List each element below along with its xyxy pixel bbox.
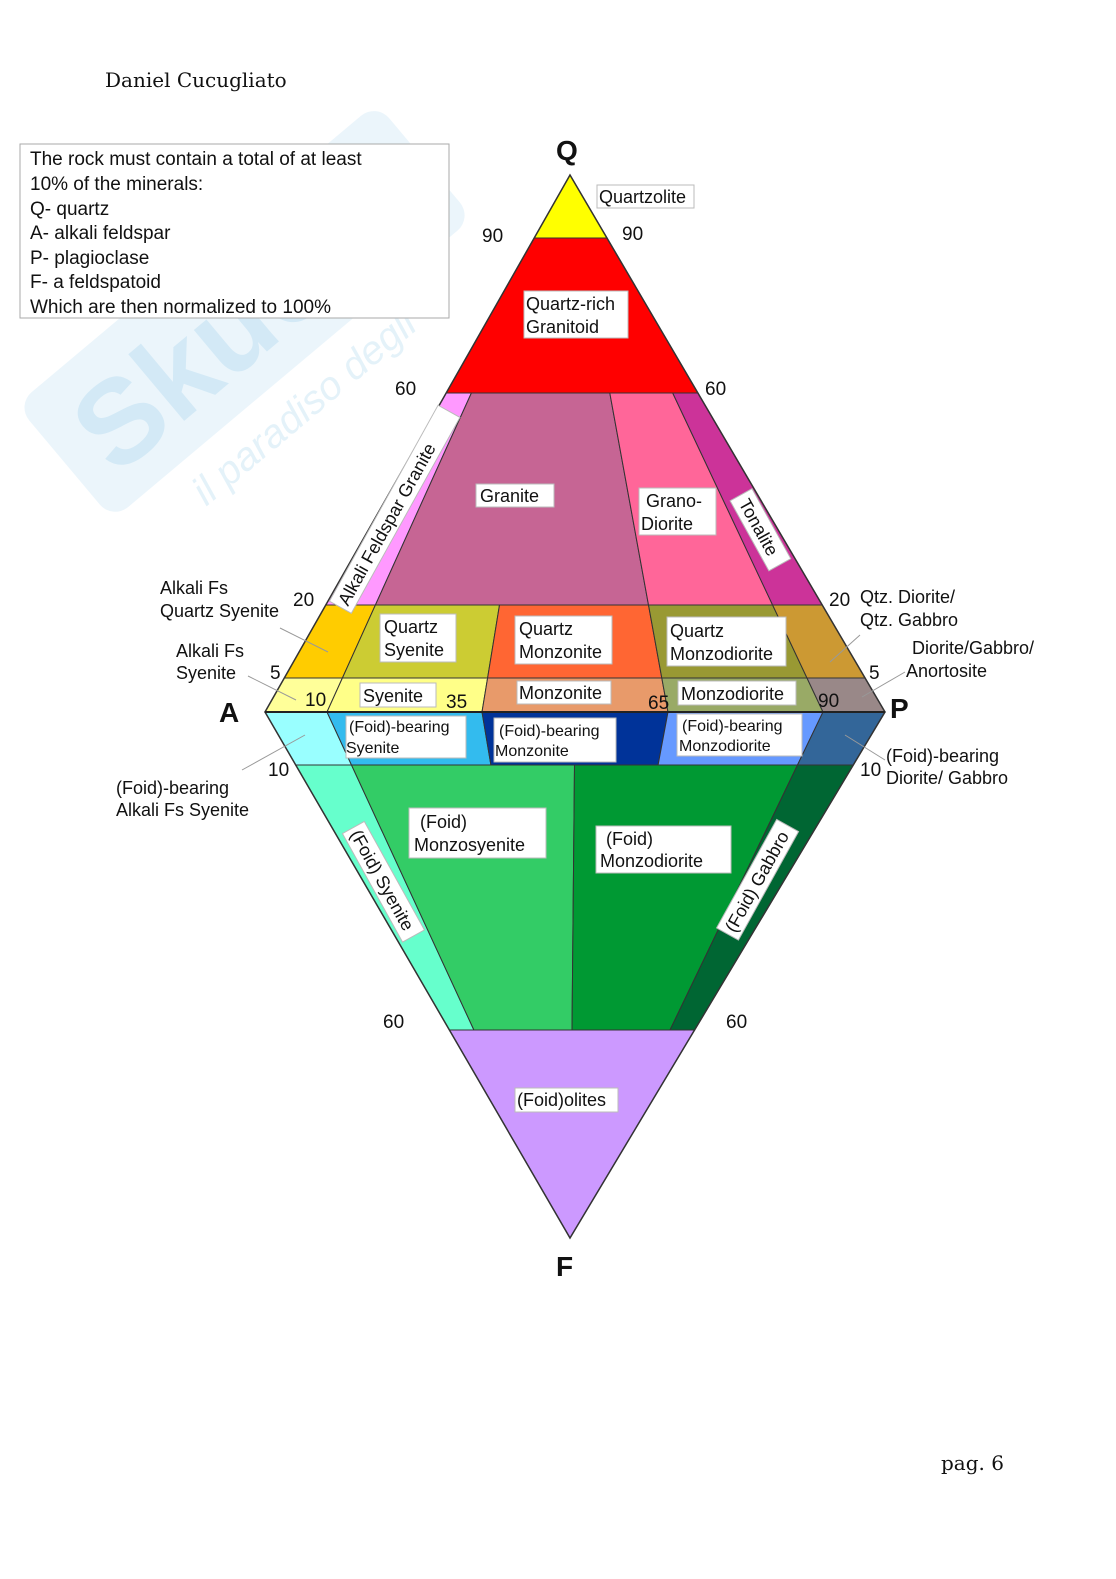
label-foid-bearing-diorite: (Foid)-bearing	[886, 746, 999, 766]
label-quartzolite: Quartzolite	[596, 184, 695, 209]
tick-label: 10	[305, 690, 326, 711]
region-quartzolite	[533, 174, 608, 239]
svg-text:Monzonite: Monzonite	[495, 743, 569, 760]
svg-text:Quartz: Quartz	[670, 621, 724, 641]
svg-text:(Foid)-bearing: (Foid)-bearing	[682, 718, 782, 735]
tick-label: 10	[860, 760, 881, 781]
svg-text:Quartz: Quartz	[384, 617, 438, 637]
apex-q: Q	[556, 135, 578, 166]
info-line: Which are then normalized to 100%	[30, 297, 331, 318]
label-foid-bearing-alkali-fs-syenite: (Foid)-bearing	[116, 778, 229, 798]
svg-text:Granite: Granite	[480, 486, 539, 506]
svg-text:(Foid)-bearing: (Foid)-bearing	[499, 723, 599, 740]
svg-text:Monzosyenite: Monzosyenite	[414, 835, 525, 855]
label-monzonite: Monzonite	[516, 680, 612, 705]
tick-label: 5	[869, 663, 880, 684]
svg-text:Syenite: Syenite	[346, 740, 399, 757]
tick-label: 60	[726, 1012, 747, 1033]
label-diorite: Diorite/Gabbro/	[912, 638, 1034, 658]
svg-text:Monzodiorite: Monzodiorite	[600, 851, 703, 871]
svg-text:Diorite: Diorite	[641, 514, 693, 534]
tick-label: 5	[270, 663, 281, 684]
label-foid-bearing-diorite: Diorite/ Gabbro	[886, 768, 1008, 788]
svg-text:Quartzolite: Quartzolite	[599, 187, 686, 207]
svg-text:Syenite: Syenite	[384, 640, 444, 660]
diagram-outline	[264, 173, 886, 1240]
svg-text:(Foid)olites: (Foid)olites	[517, 1090, 606, 1110]
tick-label: 35	[446, 692, 467, 713]
svg-text:Grano-: Grano-	[646, 491, 702, 511]
info-line: 10% of the minerals:	[30, 174, 203, 195]
label-alkali-fs-quartz-syenite: Quartz Syenite	[160, 601, 279, 621]
tick-labels: 90 90 60 60 20 20 5 5 10 35 65 90 10 10 …	[268, 224, 881, 1033]
label-alkali-fs-syenite: Alkali Fs	[176, 641, 244, 661]
apex-p: P	[890, 693, 909, 724]
svg-text:Monzodiorite: Monzodiorite	[681, 684, 784, 704]
label-alkali-fs-syenite: Syenite	[176, 663, 236, 683]
tick-label: 60	[705, 379, 726, 400]
tick-label: 60	[395, 379, 416, 400]
label-foid-monzosyenite: (Foid) Monzosyenite	[408, 807, 547, 859]
author-name: Daniel Cucugliato	[105, 68, 287, 92]
apex-a: A	[219, 697, 239, 728]
outside-labels: Alkali Fs Quartz Syenite Alkali Fs Syeni…	[116, 578, 1034, 820]
info-box: The rock must contain a total of at leas…	[19, 143, 450, 319]
page-number: pag. 6	[941, 1451, 1004, 1475]
tick-label: 20	[293, 590, 314, 611]
info-line: The rock must contain a total of at leas…	[30, 149, 362, 170]
svg-text:(Foid): (Foid)	[420, 812, 467, 832]
info-line: P- plagioclase	[30, 248, 149, 269]
label-syenite: Syenite	[359, 682, 437, 708]
info-line: A- alkali feldspar	[30, 223, 171, 244]
svg-text:Monzodiorite: Monzodiorite	[670, 644, 773, 664]
label-alkali-fs-quartz-syenite: Alkali Fs	[160, 578, 228, 598]
label-granite: Granite	[475, 483, 555, 508]
apex-f: F	[556, 1251, 573, 1282]
tick-label: 90	[818, 691, 839, 712]
label-monzodiorite: Monzodiorite	[677, 680, 797, 706]
tick-label: 90	[622, 224, 643, 245]
svg-text:Quartz-rich: Quartz-rich	[526, 294, 615, 314]
info-line: Q- quartz	[30, 199, 109, 220]
tick-label: 90	[482, 226, 503, 247]
label-foidolites: (Foid)olites	[514, 1087, 619, 1113]
svg-text:(Foid): (Foid)	[606, 829, 653, 849]
svg-text:Quartz: Quartz	[519, 619, 573, 639]
label-quartz-diorite: Qtz. Gabbro	[860, 610, 958, 630]
svg-text:Monzodiorite: Monzodiorite	[679, 738, 771, 755]
label-granodiorite: Grano- Diorite	[638, 487, 717, 536]
svg-text:Monzonite: Monzonite	[519, 642, 602, 662]
tick-label: 20	[829, 590, 850, 611]
tick-label: 60	[383, 1012, 404, 1033]
svg-text:(Foid)-bearing: (Foid)-bearing	[349, 719, 449, 736]
label-quartz-diorite: Qtz. Diorite/	[860, 587, 955, 607]
label-diorite: Anortosite	[906, 661, 987, 681]
tick-label: 10	[268, 760, 289, 781]
label-foid-bearing-alkali-fs-syenite: Alkali Fs Syenite	[116, 800, 249, 820]
leader-lines	[241, 627, 906, 771]
svg-text:Syenite: Syenite	[363, 686, 423, 706]
svg-text:Monzonite: Monzonite	[519, 683, 602, 703]
label-foid-monzodiorite: (Foid)Monzodiorite	[595, 825, 732, 874]
info-line: F- a feldspatoid	[30, 272, 161, 293]
svg-text:Granitoid: Granitoid	[526, 317, 599, 337]
region-foidolites	[448, 1029, 696, 1239]
tick-label: 65	[648, 693, 669, 714]
